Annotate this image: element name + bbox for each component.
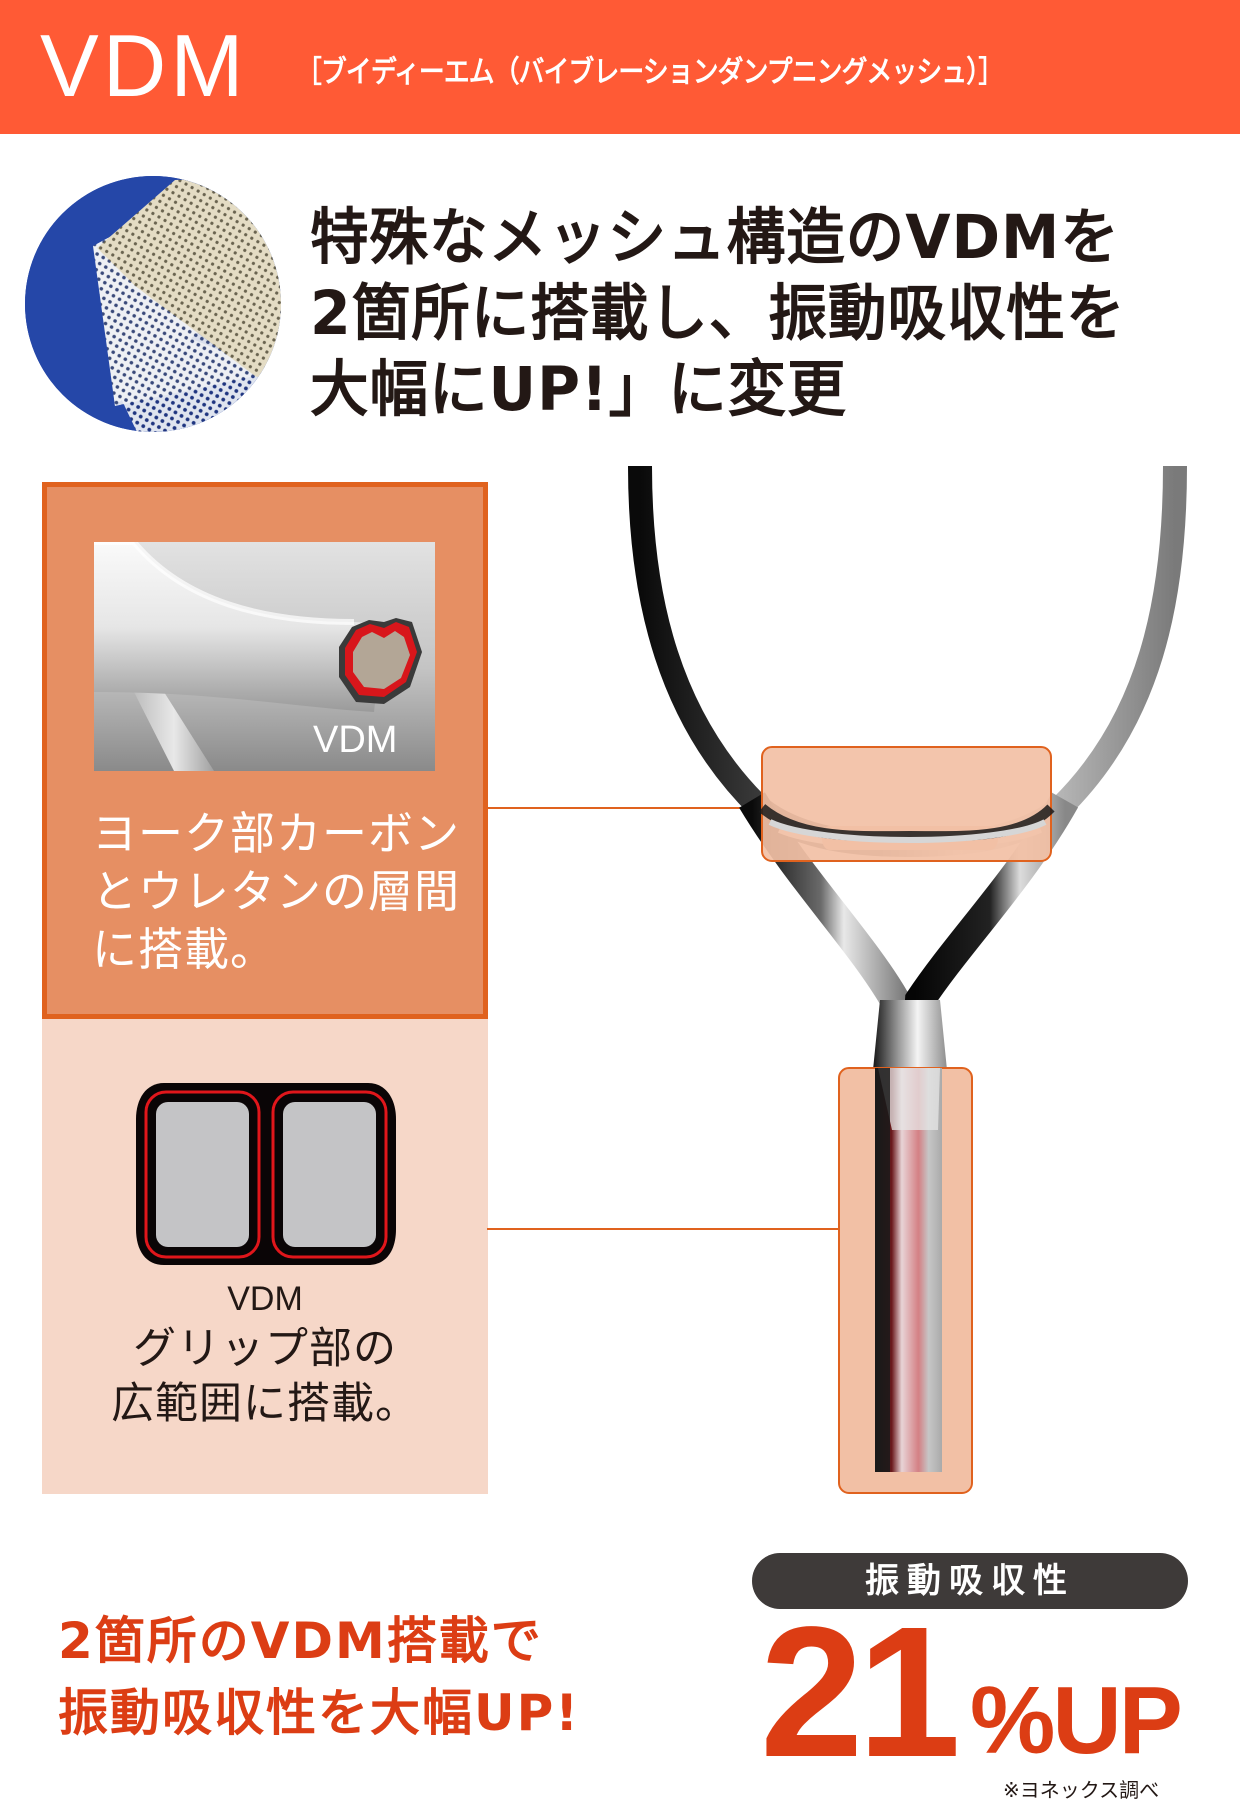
summary-claim: 2箇所のVDM搭載で 振動吸収性を大幅UP! bbox=[58, 1605, 580, 1749]
yoke-description: ヨーク部カーボン とウレタンの層間 に搭載。 bbox=[92, 805, 460, 979]
header-band bbox=[0, 0, 1240, 134]
yoke-description-line-3: に搭載。 bbox=[92, 923, 277, 976]
grip-connector-line bbox=[487, 1228, 840, 1230]
grip-description-line-2: 広範囲に搭載。 bbox=[111, 1379, 419, 1429]
grip-description-line-1: グリップ部の bbox=[133, 1324, 397, 1374]
grip-description: グリップ部の 広範囲に搭載。 bbox=[42, 1322, 488, 1432]
yoke-description-line-2: とウレタンの層間 bbox=[92, 865, 461, 918]
summary-claim-line-2: 振動吸収性を大幅UP! bbox=[58, 1684, 581, 1742]
grip-vdm-label: VDM bbox=[227, 1280, 303, 1318]
tennis-racket-icon bbox=[600, 440, 1240, 1510]
yoke-cross-section-icon bbox=[94, 542, 435, 771]
headline-line-3: 大幅にUP!」に変更 bbox=[310, 354, 847, 425]
headline: 特殊なメッシュ構造のVDMを 2箇所に搭載し、振動吸収性を 大幅にUP!」に変更 bbox=[310, 200, 1159, 428]
yoke-description-line-1: ヨーク部カーボン bbox=[92, 807, 461, 860]
metric-unit: %UP bbox=[970, 1667, 1183, 1774]
summary-claim-line-1: 2箇所のVDM搭載で bbox=[58, 1612, 543, 1670]
mesh-material-photo-icon bbox=[25, 176, 281, 432]
headline-line-1: 特殊なメッシュ構造のVDMを bbox=[310, 202, 1120, 273]
page-title: VDM bbox=[40, 16, 248, 115]
grip-cross-section-icon bbox=[134, 1079, 398, 1269]
yoke-connector-line bbox=[487, 807, 753, 809]
yoke-vdm-label: VDM bbox=[313, 719, 398, 761]
metric-label-badge: 振動吸収性 bbox=[752, 1553, 1188, 1609]
footnote: ※ヨネックス調べ bbox=[1003, 1778, 1160, 1802]
page-subtitle: ［ブイディーエム（バイブレーションダンプニングメッシュ）］ bbox=[296, 55, 1004, 90]
metric-value: 21 bbox=[760, 1589, 961, 1796]
headline-line-2: 2箇所に搭載し、振動吸収性を bbox=[310, 278, 1126, 349]
